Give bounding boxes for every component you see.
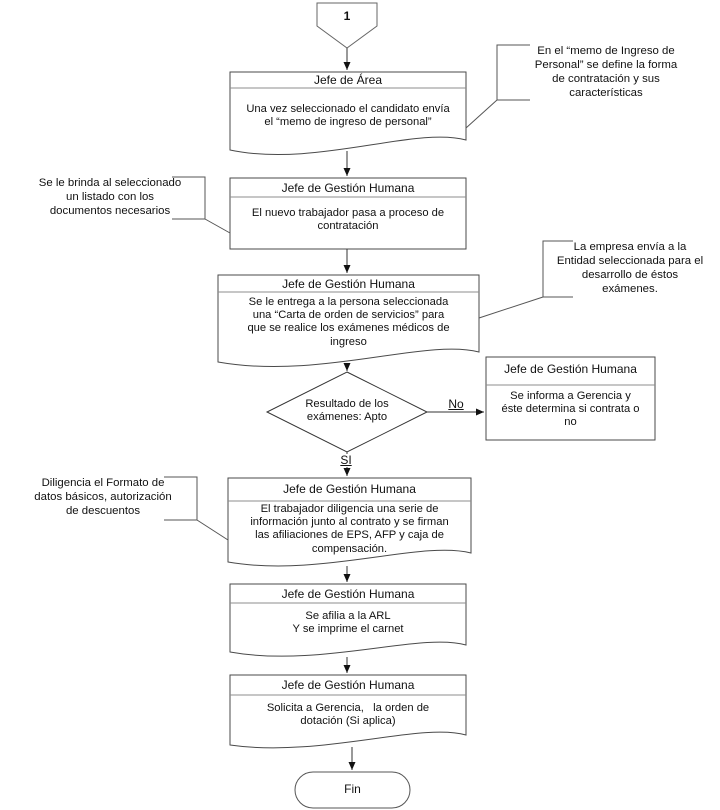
node3-document-shape bbox=[217, 274, 480, 368]
node1-header: Jefe de Área bbox=[313, 73, 383, 87]
annotation1-bracket bbox=[496, 44, 530, 101]
node5-body: Se afilia a la ARL Y se imprime el carne… bbox=[292, 610, 404, 636]
node-side-body: Se informa a Gerencia y éste determina s… bbox=[501, 390, 640, 429]
node6-body: Solicita a Gerencia, la orden de dotació… bbox=[266, 702, 430, 728]
end-terminator-label: Fin bbox=[344, 782, 361, 796]
annotation3-connector-line bbox=[478, 296, 544, 319]
annotation3-bracket bbox=[542, 240, 573, 298]
node1-document-shape bbox=[229, 71, 467, 156]
node5-document-shape bbox=[229, 583, 467, 657]
node4-header: Jefe de Gestión Humana bbox=[283, 482, 416, 496]
node5-header: Jefe de Gestión Humana bbox=[281, 587, 415, 601]
annotation2-text: Se le brinda al seleccionado un listado … bbox=[38, 177, 182, 217]
node4-body: El trabajador diligencia una serie de in… bbox=[250, 503, 449, 555]
decision-no-label: No bbox=[443, 398, 469, 411]
annotation1-connector-line bbox=[465, 99, 498, 129]
end-terminator-shape bbox=[294, 771, 411, 809]
start-offpage-connector-shape bbox=[316, 2, 378, 49]
node2-process-shape bbox=[229, 177, 467, 250]
node2-header: Jefe de Gestión Humana bbox=[281, 181, 415, 195]
node4-document-shape bbox=[227, 477, 472, 567]
node6-header: Jefe de Gestión Humana bbox=[281, 678, 415, 692]
annotation1-text: En el “memo de Ingreso de Personal” se d… bbox=[534, 45, 678, 99]
node3-header: Jefe de Gestión Humana bbox=[282, 277, 415, 291]
decision-text: Resultado de los exámenes: Apto bbox=[305, 398, 389, 424]
node2-body: El nuevo trabajador pasa a proceso de co… bbox=[251, 207, 445, 233]
node-side-process-shape bbox=[485, 356, 656, 441]
annotation2-connector-line bbox=[204, 218, 231, 234]
node1-body: Una vez seleccionado el candidato envía … bbox=[246, 103, 450, 129]
node6-document-shape bbox=[229, 674, 467, 749]
annotation3-text: La empresa envía a la Entidad selecciona… bbox=[556, 241, 704, 295]
start-offpage-connector-label: 1 bbox=[343, 9, 351, 23]
annotation2-bracket bbox=[172, 176, 206, 220]
node-side-header: Jefe de Gestión Humana bbox=[504, 362, 637, 376]
annotation4-bracket bbox=[164, 476, 198, 521]
annotation4-text: Diligencia el Formato de datos básicos, … bbox=[34, 477, 172, 517]
decision-yes-label: SI bbox=[331, 454, 361, 467]
node3-body: Se le entrega a la persona seleccionada … bbox=[247, 296, 450, 348]
annotation4-connector-line bbox=[196, 519, 229, 541]
